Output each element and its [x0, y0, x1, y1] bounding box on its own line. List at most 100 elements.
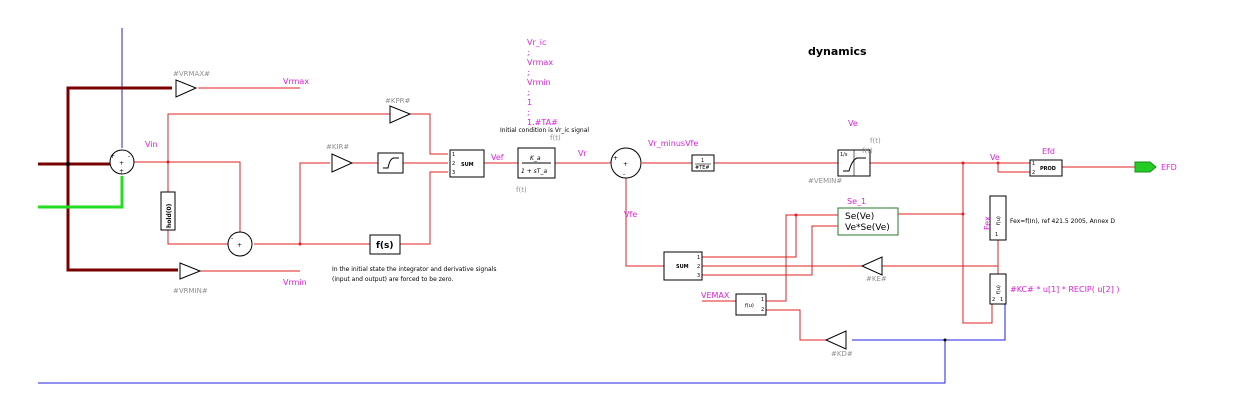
signal-vrmin: Vrmin	[283, 278, 307, 287]
note-initial-condition: Initial condition is Vr_ic signal	[500, 127, 589, 134]
tf-denominator: 1 + sT_a	[521, 168, 547, 175]
signal-ve-mid: Ve	[990, 153, 1000, 162]
ft-label-4: f(t)	[862, 147, 873, 155]
sum-block-1[interactable]: SUM 1 2 3	[449, 149, 485, 178]
svg-text:2: 2	[452, 161, 455, 167]
signal-fex: Fex	[983, 216, 992, 230]
svg-text:-: -	[128, 153, 130, 160]
wire-fs-out	[400, 171, 448, 245]
inv-te-block[interactable]: 1 #TE#	[691, 154, 715, 172]
labels: dynamics Vin Vrmax Vrmin Vef Vr Vr_minus…	[145, 38, 1177, 358]
svg-text:1: 1	[995, 232, 998, 238]
ft-label-1: f(t)	[550, 134, 561, 142]
sum-junction-vr[interactable]: + + -	[610, 147, 642, 179]
ve-integrator-block[interactable]: 1/s	[837, 149, 871, 177]
signal-vr-minus-vfe: Vr_minusVfe	[648, 139, 698, 148]
svg-text:3: 3	[697, 273, 700, 279]
diagram-title: dynamics	[808, 45, 867, 58]
init-item: Vr_ic	[527, 38, 546, 47]
fu-bottom-label: f(u)	[745, 303, 754, 309]
svg-text:2: 2	[761, 307, 764, 313]
param-kd: #KD#	[831, 350, 853, 358]
wires	[38, 28, 1135, 384]
param-kir: #KIR#	[326, 143, 349, 151]
prod-label: PROD	[1040, 166, 1056, 172]
signal-vrmax: Vrmax	[283, 77, 309, 86]
note-integrator-1: In the initial state the integrator and …	[332, 266, 496, 273]
ke-gain[interactable]	[860, 256, 883, 276]
svg-text:+: +	[237, 242, 242, 249]
init-item: ;	[527, 108, 530, 117]
param-vrmax: #VRMAX#	[173, 70, 210, 78]
wire-kd-feedback	[852, 304, 1006, 341]
signal-vef: Vef	[491, 153, 504, 162]
junction-dot	[961, 212, 965, 216]
transfer-function-block[interactable]: K_a 1 + sT_a	[517, 147, 556, 179]
init-item: 1	[527, 98, 532, 107]
init-item: ;	[527, 88, 530, 97]
param-vrmin: #VRMIN#	[173, 287, 208, 295]
hold-label: hold(0)	[166, 203, 173, 228]
svg-text:1: 1	[452, 152, 455, 158]
svg-text:-: -	[231, 235, 233, 242]
signal-ve-top: Ve	[848, 119, 858, 128]
sum-block-2[interactable]: SUM 1 2 3	[663, 251, 703, 281]
prod-block[interactable]: PROD 1 2	[1029, 159, 1063, 177]
junction-dot	[943, 338, 947, 342]
signal-vfe: Vfe	[624, 210, 637, 219]
note-fex: Fex=f(In), ref 421.5 2005, Annex D	[1010, 218, 1115, 225]
svg-text:1: 1	[697, 255, 700, 261]
signal-vemax: VEMAX	[701, 291, 730, 300]
sum-junction-input[interactable]: + + + -	[109, 149, 135, 175]
kc-fu-block[interactable]: f(u) 2 1	[989, 273, 1007, 305]
init-item: Vrmin	[527, 78, 551, 87]
wire-se-fu	[766, 214, 796, 302]
efd-output-port[interactable]	[1134, 161, 1157, 173]
param-vemin: #VEMIN#	[808, 177, 842, 185]
kir-gain[interactable]	[331, 153, 354, 173]
signal-se-1: Se_1	[847, 197, 866, 206]
signal-vr: Vr	[578, 149, 587, 158]
junctions	[66, 160, 1000, 342]
fu-block-bottom[interactable]: f(u) 1 2	[735, 293, 767, 316]
svg-text:1/s: 1/s	[840, 152, 848, 158]
signal-vin: Vin	[145, 140, 158, 149]
wire-hold-out	[167, 230, 228, 245]
wire-bus-vrmax	[66, 86, 172, 164]
svg-text:+: +	[110, 153, 115, 160]
wire-to-kpr	[167, 113, 390, 162]
svg-text:2: 2	[992, 297, 995, 303]
init-item: ;	[527, 48, 530, 57]
saturation-block[interactable]: Se(Ve) Ve*Se(Ve)	[837, 207, 899, 236]
wire-to-sum-small	[134, 161, 241, 232]
fex-fu-block[interactable]: f(u) 1	[989, 195, 1007, 241]
wire-vin	[134, 161, 169, 192]
vrmin-gain[interactable]	[179, 262, 202, 280]
init-item: 1.#TA#	[527, 118, 558, 127]
fs-label: f(s)	[376, 241, 394, 251]
init-item: ;	[527, 68, 530, 77]
ft-label-2: f(t)	[516, 186, 527, 194]
inv-te-num: 1	[701, 158, 704, 164]
wire-green-input	[38, 176, 124, 209]
vrmax-gain[interactable]	[175, 79, 198, 98]
svg-text:-: -	[623, 171, 625, 178]
wire-kpr-out	[410, 113, 448, 155]
svg-text:2: 2	[1032, 170, 1035, 176]
sum-junction-error[interactable]: + -	[227, 231, 253, 257]
hold-block[interactable]: hold(0)	[160, 191, 176, 231]
wire-to-kir	[299, 162, 330, 244]
signal-efd: Efd	[1042, 147, 1055, 156]
svg-text:+: +	[119, 168, 124, 175]
param-ke: #KE#	[866, 275, 887, 283]
kd-gain[interactable]	[824, 330, 847, 350]
fs-block[interactable]: f(s)	[369, 234, 401, 255]
param-kc-expr: #KC# * u[1] * RECIP( u[2] )	[1010, 285, 1120, 294]
junction-dot	[996, 161, 1000, 165]
junction-dot	[166, 160, 170, 164]
integrator-block[interactable]	[377, 152, 404, 174]
svg-text:+: +	[613, 155, 618, 162]
svg-text:+: +	[623, 161, 628, 168]
kpr-gain[interactable]	[389, 105, 412, 124]
